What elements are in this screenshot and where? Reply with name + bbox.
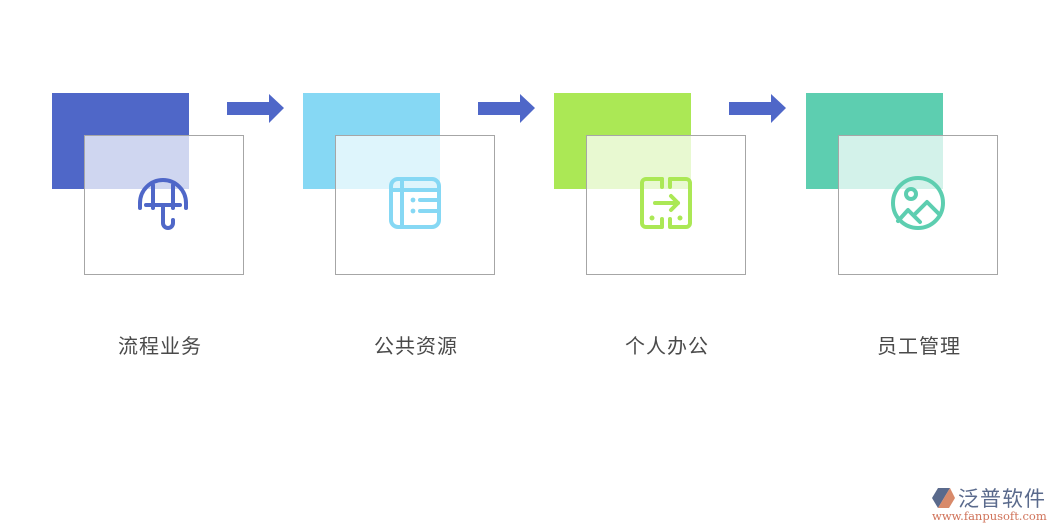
step-card-3 [554, 93, 746, 275]
brand-logo: 泛普软件 www.fanpusoft.com [930, 485, 1055, 525]
arrow-right-icon [729, 94, 786, 123]
step-card-1 [52, 93, 244, 275]
list-window-icon [389, 177, 441, 229]
logo-mark-icon [932, 488, 955, 508]
step-label-2: 公共资源 [374, 334, 458, 358]
arrow-right-icon [227, 94, 284, 123]
logo-brand-text: 泛普软件 [958, 487, 1046, 511]
step-card-2 [303, 93, 495, 275]
logo-url-text: www.fanpusoft.com [932, 509, 1047, 523]
outline-box [838, 135, 998, 275]
step-label-1: 流程业务 [118, 334, 202, 358]
step-label-4: 员工管理 [877, 334, 961, 358]
umbrella-icon [138, 178, 188, 230]
transfer-door-icon [640, 177, 692, 229]
image-circle-icon [891, 176, 945, 230]
arrow-right-icon [478, 94, 535, 123]
step-card-4 [806, 93, 998, 275]
step-label-3: 个人办公 [625, 334, 709, 358]
outline-box [335, 135, 495, 275]
